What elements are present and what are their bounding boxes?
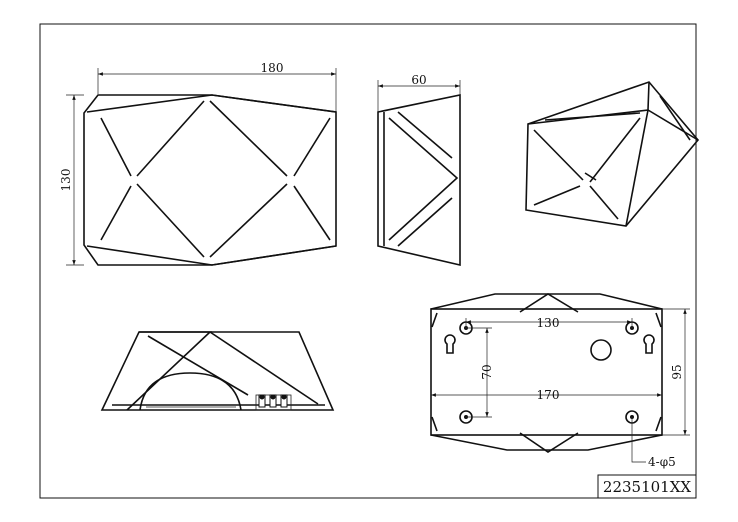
sheet-border xyxy=(39,23,697,499)
side-depth-dim: 60 xyxy=(411,73,426,87)
base-width-dim: 170 xyxy=(537,388,560,402)
front-view: 180 130 xyxy=(59,61,337,266)
back-view: 130 70 170 95 4-φ5 xyxy=(430,293,690,469)
keyhole-slot xyxy=(444,334,456,354)
title-block: 2235101XX xyxy=(597,474,697,499)
isometric-view xyxy=(525,81,700,227)
hole-spacing-y-dim: 70 xyxy=(480,364,494,379)
keyhole-slot xyxy=(643,334,655,354)
part-number: 2235101XX xyxy=(603,478,691,496)
hole-callout: 4-φ5 xyxy=(648,455,676,469)
front-height-dim: 130 xyxy=(59,169,73,192)
terminal-block xyxy=(255,394,292,411)
hole-spacing-x-dim: 130 xyxy=(537,316,560,330)
base-height-dim: 95 xyxy=(670,364,684,379)
cable-entry xyxy=(590,339,612,361)
bottom-view xyxy=(100,331,335,411)
front-width-dim: 180 xyxy=(261,61,284,75)
side-view: 60 xyxy=(377,73,461,267)
